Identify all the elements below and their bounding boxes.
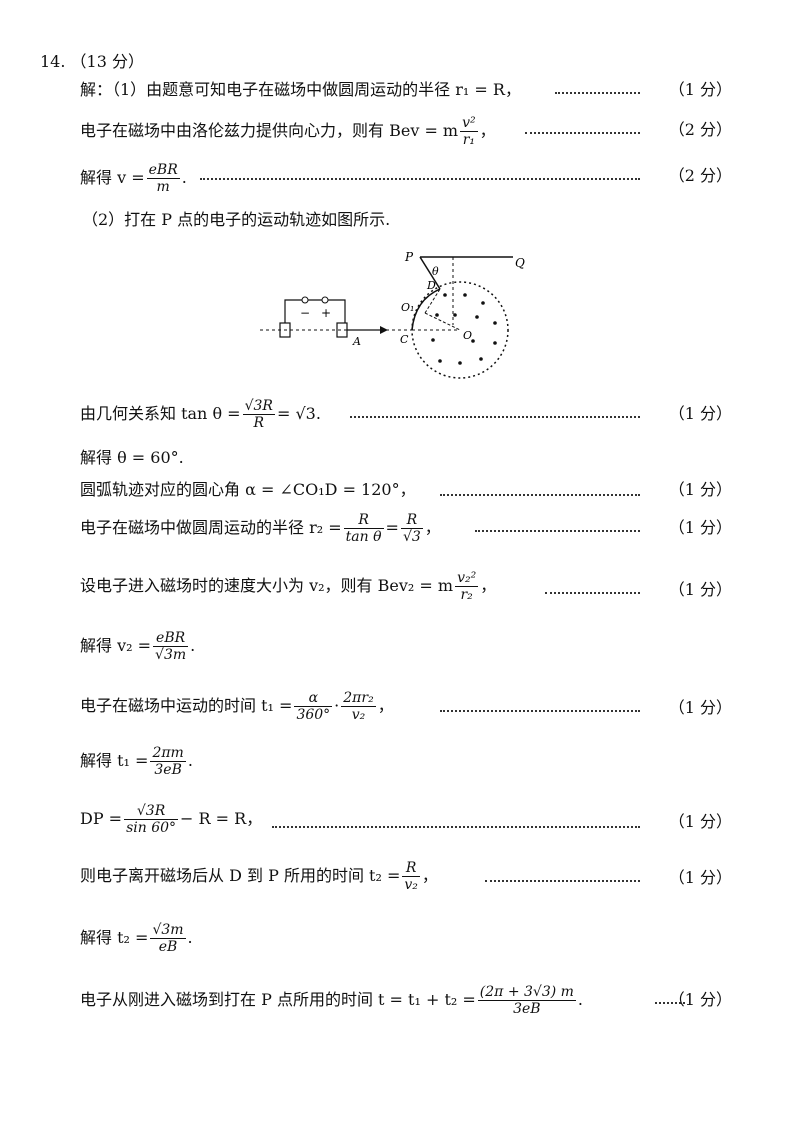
points-7: （1 分）	[668, 480, 732, 499]
label-D: D	[426, 279, 436, 292]
solution-line-6: 解得 θ = 60°.	[80, 448, 184, 467]
points-1: （1 分）	[668, 80, 732, 99]
leader-dots	[555, 90, 640, 94]
points-13: （1 分）	[668, 812, 732, 831]
solution-line-7: 圆弧轨迹对应的圆心角 α = ∠CO₁D = 120°，	[80, 480, 416, 499]
label-minus: −	[300, 306, 310, 320]
fraction: eBR√3m	[153, 630, 189, 663]
solution-line-10: 解得 v₂ =eBR√3m.	[80, 630, 196, 663]
exit-path	[419, 256, 441, 290]
leader-dots	[440, 708, 640, 712]
leader-dots	[440, 492, 640, 496]
arrow-head	[380, 326, 388, 334]
leader-dots	[200, 176, 640, 180]
points-5: （1 分）	[668, 404, 732, 423]
label-A: A	[352, 335, 361, 348]
label-O: O	[463, 329, 472, 342]
field-dots	[431, 293, 497, 365]
trajectory-arc	[411, 288, 441, 331]
label-P: P	[404, 250, 414, 264]
points-9: （1 分）	[668, 580, 732, 599]
label-theta: θ	[432, 265, 439, 278]
points-2: （2 分）	[668, 120, 732, 139]
label-plus: +	[321, 306, 331, 320]
leader-dots	[272, 824, 640, 828]
points-3: （2 分）	[668, 166, 732, 185]
problem-score: （13 分）	[70, 52, 144, 71]
problem-number: 14.	[40, 52, 66, 71]
terminal-plus	[321, 296, 329, 304]
leader-dots	[475, 528, 640, 532]
points-8: （1 分）	[668, 518, 732, 537]
points-16: （1 分）	[668, 990, 732, 1009]
label-Q: Q	[515, 256, 525, 270]
leader-dots	[655, 1000, 685, 1004]
points-11: （1 分）	[668, 698, 732, 717]
solution-line-1: 解：（1）由题意可知电子在磁场中做圆周运动的半径 r₁ = R，	[80, 80, 521, 99]
circuit-wire	[284, 299, 346, 323]
label-C: C	[400, 333, 409, 346]
points-14: （1 分）	[668, 868, 732, 887]
problem-header: 14. （13 分）	[40, 52, 144, 72]
terminal-minus	[301, 296, 309, 304]
solution-line-16: 电子从刚进入磁场到打在 P 点所用的时间 t = t₁ + t₂ =(2π + …	[80, 984, 584, 1017]
leader-dots	[545, 590, 640, 594]
leader-dots	[485, 878, 640, 882]
leader-dots	[350, 414, 640, 418]
radius-line	[424, 312, 461, 331]
leader-dots	[525, 130, 640, 134]
solution-line-4: （2）打在 P 点的电子的运动轨迹如图所示.	[82, 210, 391, 229]
trajectory-diagram: P Q θ D O₁ O C A − +	[260, 250, 525, 379]
label-O1: O₁	[401, 301, 414, 314]
fraction: R√3	[400, 512, 423, 545]
